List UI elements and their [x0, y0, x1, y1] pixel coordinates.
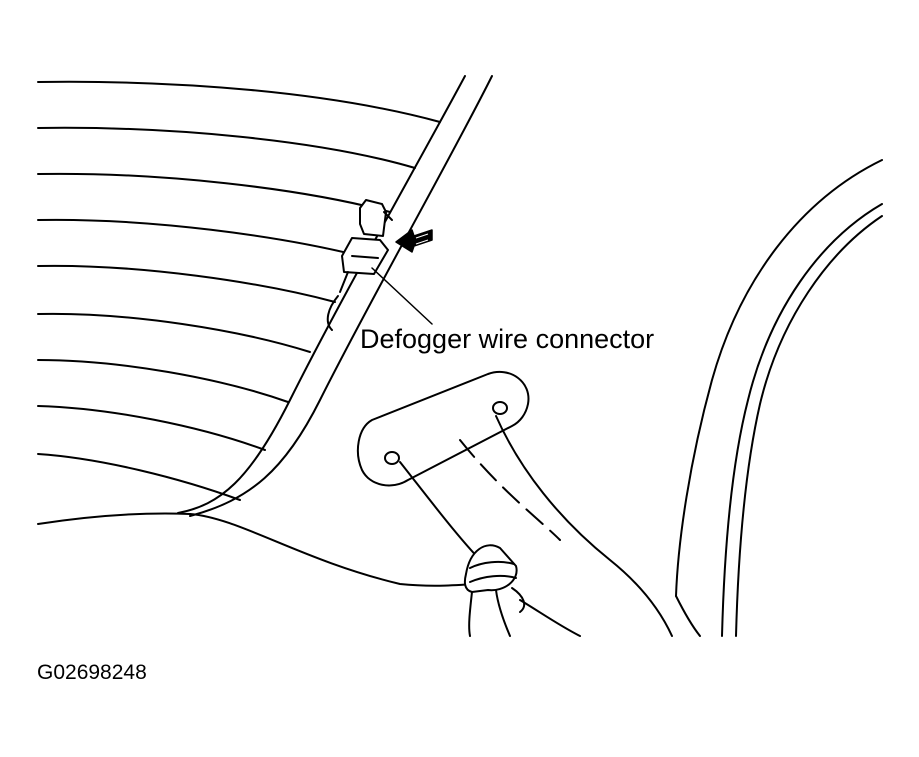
defogger-line-9: [37, 453, 241, 501]
callout-leader-line: [371, 267, 433, 325]
connector-wire: [339, 271, 349, 293]
glass-inner-edge: [177, 75, 466, 514]
connector-top-tab: [359, 199, 387, 237]
arrow-shape: [395, 229, 433, 253]
belt-strap-centerline: [459, 439, 561, 541]
pointer-arrow: [395, 229, 433, 253]
trim-curve-outer: [675, 159, 883, 597]
trim-curve-inner-2: [735, 215, 883, 637]
trim-lower-contour: [189, 513, 501, 587]
quarter-trim-opening: [675, 159, 883, 637]
trim-curve-inner-1: [721, 203, 883, 637]
defogger-line-8: [37, 405, 266, 451]
belt-lower-strand-right: [511, 587, 526, 613]
defogger-line-4: [37, 218, 361, 257]
trim-lower-join: [675, 595, 701, 637]
glass-outer-edge: [189, 75, 493, 517]
belt-strap-left-edge: [399, 461, 487, 567]
belt-guide-collar: [463, 544, 518, 593]
glass-bottom-edge: [37, 512, 191, 525]
belt-guide-band: [469, 560, 517, 583]
connector-lower-stub: [326, 295, 339, 331]
connector-side-lead: [383, 211, 393, 221]
anchor-bolt-hole-left: [384, 451, 400, 465]
defogger-line-2: [37, 126, 416, 169]
defogger-line-3: [37, 172, 391, 213]
anchor-bolt-hole-right: [492, 401, 508, 415]
connector-illustration: [326, 199, 393, 331]
belt-lower-strand-mid: [495, 589, 511, 637]
defogger-line-5: [37, 264, 336, 303]
arrow-shading: [415, 233, 429, 245]
belt-strap-right-edge: [495, 415, 673, 637]
defogger-line-7: [37, 359, 289, 403]
defogger-line-1: [37, 80, 441, 123]
connector-body-detail: [351, 255, 379, 259]
seat-belt-assembly: [356, 371, 673, 637]
belt-lower-strand-left: [468, 591, 473, 637]
belt-anchor-plate: [356, 371, 530, 487]
defogger-grid-lines: [37, 80, 441, 501]
belt-strap-lower: [519, 599, 581, 637]
connector-callout-label: Defogger wire connector: [360, 324, 655, 354]
defogger-line-6: [37, 312, 311, 353]
figure-id: G02698248: [37, 661, 147, 684]
